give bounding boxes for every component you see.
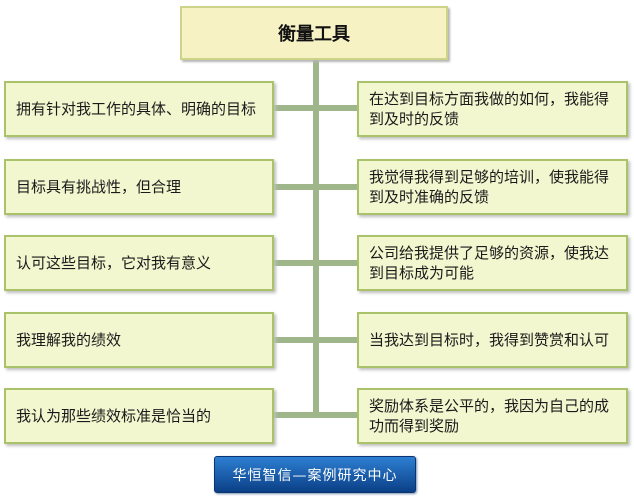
right-item-1-text: 在达到目标方面我做的如何，我能得到及时的反馈 xyxy=(369,90,610,128)
right-item-1: 在达到目标方面我做的如何，我能得到及时的反馈 xyxy=(357,81,628,137)
right-item-5: 奖励体系是公平的，我因为自己的成功而得到奖励 xyxy=(357,388,628,444)
connector-row-2 xyxy=(274,184,358,190)
left-item-2-text: 目标具有挑战性，但合理 xyxy=(16,178,182,196)
right-item-2: 我觉得我得到足够的培训，使我能得到及时准确的反馈 xyxy=(357,159,628,215)
connector-row-1 xyxy=(274,105,358,111)
left-item-1: 拥有针对我工作的具体、明确的目标 xyxy=(4,81,274,137)
right-item-4-text: 当我达到目标时，我得到赞赏和认可 xyxy=(369,331,610,349)
right-item-4: 当我达到目标时，我得到赞赏和认可 xyxy=(357,312,628,368)
left-item-4: 我理解我的绩效 xyxy=(4,312,274,368)
right-item-3-text: 公司给我提供了足够的资源，使我达到目标成为可能 xyxy=(369,244,610,282)
connector-row-4 xyxy=(274,337,358,343)
diagram-title: 衡量工具 xyxy=(180,6,448,60)
left-item-3-text: 认可这些目标，它对我有意义 xyxy=(16,254,212,272)
left-item-1-text: 拥有针对我工作的具体、明确的目标 xyxy=(16,100,257,118)
connector-row-3 xyxy=(274,260,358,266)
left-item-2: 目标具有挑战性，但合理 xyxy=(4,159,274,215)
right-item-3: 公司给我提供了足够的资源，使我达到目标成为可能 xyxy=(357,235,628,291)
right-item-5-text: 奖励体系是公平的，我因为自己的成功而得到奖励 xyxy=(369,397,610,435)
left-item-3: 认可这些目标，它对我有意义 xyxy=(4,235,274,291)
left-item-4-text: 我理解我的绩效 xyxy=(16,331,122,349)
connector-row-5 xyxy=(274,412,358,418)
left-item-5: 我认为那些绩效标准是恰当的 xyxy=(4,388,274,444)
footer-brand-badge: 华恒智信—案例研究中心 xyxy=(214,456,416,493)
connector-trunk xyxy=(313,60,319,415)
left-item-5-text: 我认为那些绩效标准是恰当的 xyxy=(16,407,212,425)
right-item-2-text: 我觉得我得到足够的培训，使我能得到及时准确的反馈 xyxy=(369,168,610,206)
